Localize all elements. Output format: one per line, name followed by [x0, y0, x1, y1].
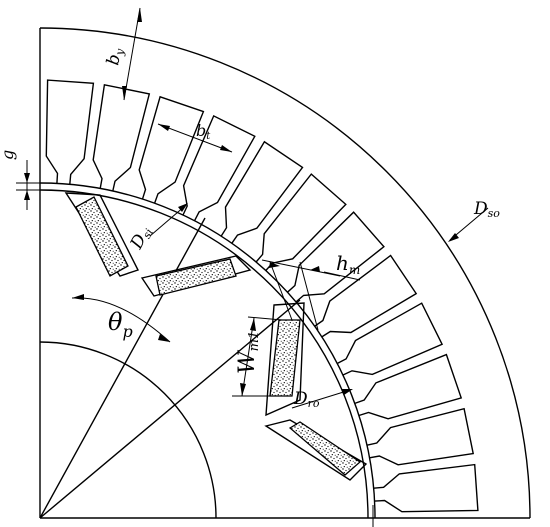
magnet-1 — [75, 196, 129, 277]
stator-slot — [366, 407, 475, 466]
bt-arrow-right — [220, 145, 232, 152]
stator-slots — [45, 79, 479, 513]
by-label: by — [103, 46, 127, 67]
theta-p-arrow-right — [158, 334, 170, 342]
rotor-magnets — [64, 192, 368, 481]
wm1-label: Wm1 — [235, 331, 262, 374]
pole-boundary-line — [39, 217, 206, 519]
by-arrow-head — [137, 8, 142, 22]
wm1-arrow-top — [250, 318, 256, 331]
dro-label: Dro — [293, 389, 320, 410]
dso-label: Dso — [473, 199, 500, 220]
bt-label: bt — [196, 121, 211, 142]
hm-arrow-left — [269, 262, 280, 268]
g-arrow-bottom — [24, 190, 30, 200]
hm-leader — [323, 271, 361, 281]
dro-arrow — [342, 389, 353, 395]
dro-dimension-line — [291, 389, 351, 409]
dso-dimension-line — [449, 207, 489, 241]
stator-slot — [287, 211, 385, 303]
hm-arrow-right — [310, 266, 320, 272]
dso-arrow — [448, 233, 459, 242]
wm1-ext-top — [247, 316, 283, 321]
bt-arrow-left — [158, 124, 170, 131]
stator-slot — [314, 254, 418, 338]
g-label: g — [0, 150, 17, 160]
stator-frame — [39, 27, 531, 527]
stator-slot — [255, 173, 347, 271]
pole-center-line — [39, 299, 301, 519]
stator-slot — [220, 140, 304, 244]
magnet-pocket-2 — [140, 255, 252, 297]
stator-slot — [45, 79, 95, 185]
shaft-arc — [39, 341, 217, 519]
g-arrow-top — [24, 173, 30, 183]
magnet-pocket-3 — [265, 302, 305, 417]
by-dimension-line — [123, 7, 141, 101]
stator-slot — [182, 114, 256, 222]
hm-dimension-line — [261, 259, 341, 277]
stator-slot — [354, 353, 463, 420]
magnet-3 — [269, 319, 301, 397]
bt-dimension-line — [157, 123, 233, 153]
theta-p-label: θp — [108, 308, 133, 341]
dsi-arrow — [178, 203, 188, 212]
hm-extension-1 — [269, 261, 293, 321]
by-arrow-tail — [122, 86, 127, 100]
wm1-dimension-line — [241, 317, 255, 397]
stator-slot — [336, 302, 444, 376]
dimension-labels: by bt g Dsi Dso hm Wm1 θp Dro — [0, 46, 500, 410]
hm-label: hm — [336, 251, 360, 277]
stator-slot — [92, 83, 151, 192]
dsi-dimension-line — [149, 205, 186, 237]
dsi-label: Dsi — [126, 223, 156, 254]
magnet-4 — [288, 421, 362, 476]
stator-outer-arc — [39, 27, 531, 519]
wm1-arrow-bottom — [240, 383, 246, 396]
theta-p-arrow-left — [72, 294, 84, 300]
stator-slot — [373, 463, 479, 513]
magnet-2 — [155, 258, 237, 296]
stator-slot — [138, 95, 205, 204]
rotor-outer-arc — [39, 189, 369, 519]
dimension-lines — [16, 7, 489, 409]
magnet-pocket-4 — [264, 419, 368, 481]
hm-extension-2 — [299, 261, 319, 331]
